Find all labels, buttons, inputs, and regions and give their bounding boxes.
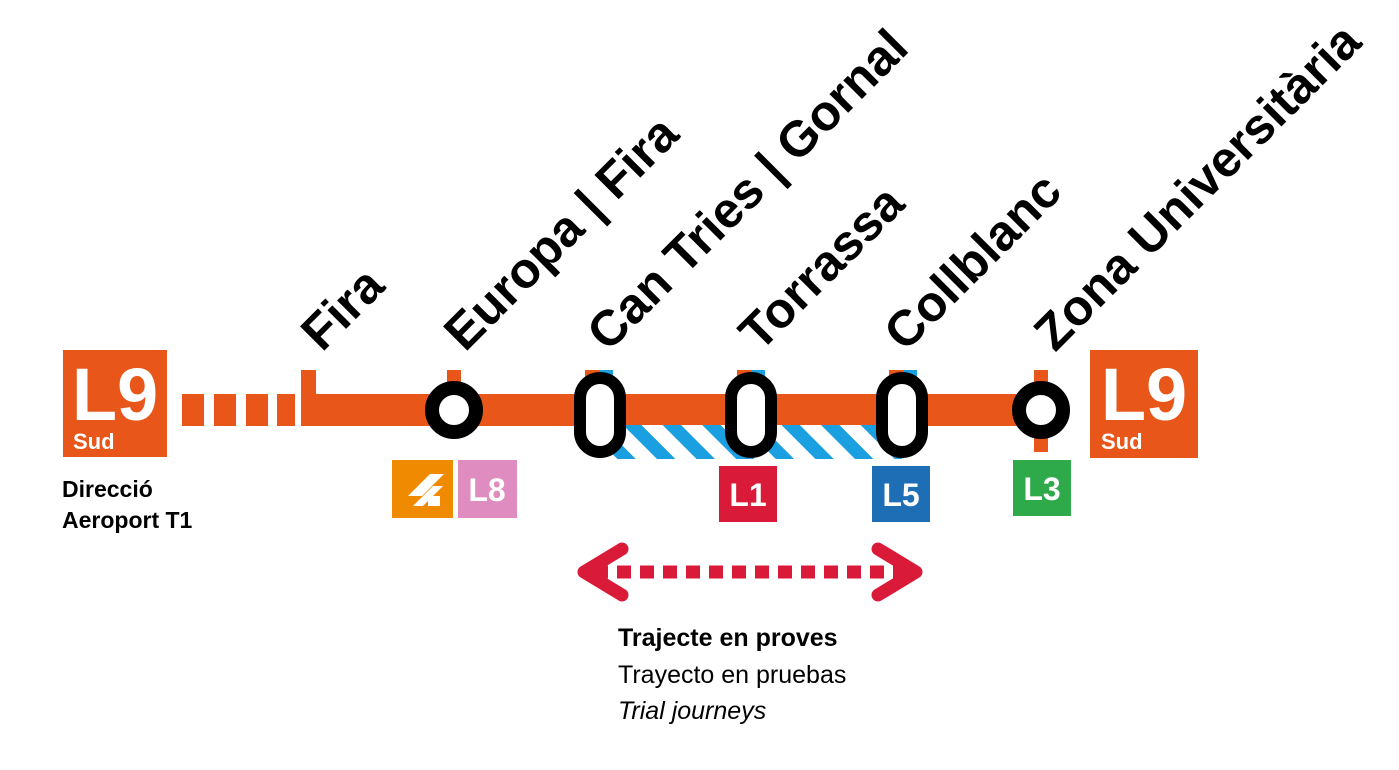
l9-badge-line-label: L9 <box>72 353 158 436</box>
main-line-track <box>301 394 1041 426</box>
arrow-right-icon <box>871 542 923 602</box>
l3-connection-badge: L3 <box>1013 460 1071 516</box>
direction-label: Direcció <box>62 476 153 502</box>
direction-destination: Aeroport T1 <box>62 507 193 533</box>
collblanc-station-marker[interactable] <box>876 372 928 458</box>
fgc-connection-badge <box>392 460 453 518</box>
station-label-zona-universitaria: Zona Universitària <box>1023 12 1372 361</box>
trial-section-double-arrow <box>577 542 923 602</box>
legend-catalan: Trajecte en proves <box>618 624 838 652</box>
l9-sud-badge-left: L9 Sud <box>63 350 167 457</box>
l9-badge-branch-label: Sud <box>1101 429 1143 454</box>
zona-universitaria-station-marker[interactable] <box>1012 381 1070 439</box>
can-tries-gornal-station-marker[interactable] <box>574 372 626 458</box>
l8-connection-badge: L8 <box>458 460 517 518</box>
torrassa-station-marker[interactable] <box>725 372 777 458</box>
l3-connection-label: L3 <box>1023 471 1060 507</box>
l1-connection-badge: L1 <box>719 466 777 522</box>
station-label-fira: Fira <box>290 255 395 360</box>
l9-badge-line-label: L9 <box>1101 353 1187 436</box>
l1-connection-label: L1 <box>729 477 766 513</box>
dashed-line-segment <box>182 394 295 426</box>
fgc-logo-icon <box>408 474 444 506</box>
l5-connection-label: L5 <box>882 477 919 513</box>
arrow-left-icon <box>577 542 629 602</box>
l9-badge-branch-label: Sud <box>73 429 115 454</box>
europa-fira-station-marker[interactable] <box>425 381 483 439</box>
legend-english: Trial journeys <box>618 697 766 725</box>
l9-sud-badge-right: L9 Sud <box>1090 350 1198 458</box>
legend-spanish: Trayecto en pruebas <box>618 661 846 689</box>
l8-connection-label: L8 <box>468 472 505 508</box>
l5-connection-badge: L5 <box>872 466 930 522</box>
